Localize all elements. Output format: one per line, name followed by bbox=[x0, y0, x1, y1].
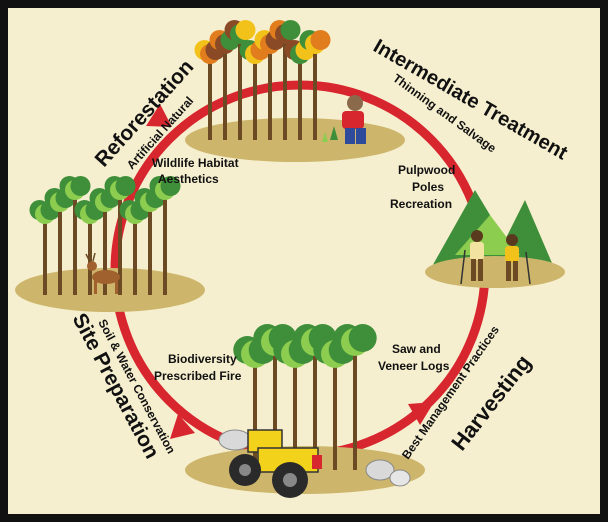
benefit-prescribed-fire: Prescribed Fire bbox=[154, 369, 242, 383]
green-tree bbox=[104, 176, 136, 295]
autumn-tree bbox=[194, 40, 226, 140]
autumn-tree bbox=[299, 30, 331, 140]
green-tree bbox=[89, 188, 121, 295]
rocks bbox=[218, 429, 411, 487]
deer-icon bbox=[85, 252, 120, 294]
arrowhead-reforestation bbox=[146, 104, 172, 127]
green-tree bbox=[44, 188, 76, 295]
autumn-tree bbox=[239, 40, 271, 140]
arrowhead-site-prep bbox=[170, 414, 195, 439]
person-planting-seedling-icon bbox=[322, 95, 366, 144]
benefit-aesthetics: Aesthetics bbox=[158, 172, 219, 186]
recreation-scene bbox=[425, 190, 565, 288]
benefit-poles: Poles bbox=[412, 180, 444, 194]
left-trees bbox=[29, 176, 181, 295]
harvest-tree bbox=[333, 324, 377, 470]
benefit-pulpwood: Pulpwood bbox=[398, 163, 455, 177]
autumn-tree bbox=[269, 20, 301, 140]
benefit-wildlife-habitat: Wildlife Habitat bbox=[152, 156, 239, 170]
wildlife-forest-scene bbox=[15, 176, 205, 312]
harvesting-scene bbox=[185, 324, 425, 498]
reforestation-scene bbox=[185, 20, 405, 162]
bulldozer-icon bbox=[229, 429, 322, 498]
arrowhead-harvesting bbox=[408, 402, 434, 425]
benefit-recreation: Recreation bbox=[390, 197, 452, 211]
benefit-biodiversity: Biodiversity bbox=[168, 352, 237, 366]
hikers-icon bbox=[460, 230, 531, 285]
autumn-tree bbox=[224, 20, 256, 140]
green-tree bbox=[149, 176, 181, 295]
autumn-tree bbox=[284, 40, 316, 140]
green-tree bbox=[59, 176, 91, 295]
autumn-trees bbox=[194, 20, 331, 140]
ground-left bbox=[15, 268, 205, 312]
green-tree bbox=[134, 188, 166, 295]
ground-right bbox=[425, 256, 565, 288]
benefit-saw-and: Saw and bbox=[392, 342, 441, 356]
benefit-veneer-logs: Veneer Logs bbox=[378, 359, 450, 373]
bottom-trees bbox=[233, 324, 377, 470]
